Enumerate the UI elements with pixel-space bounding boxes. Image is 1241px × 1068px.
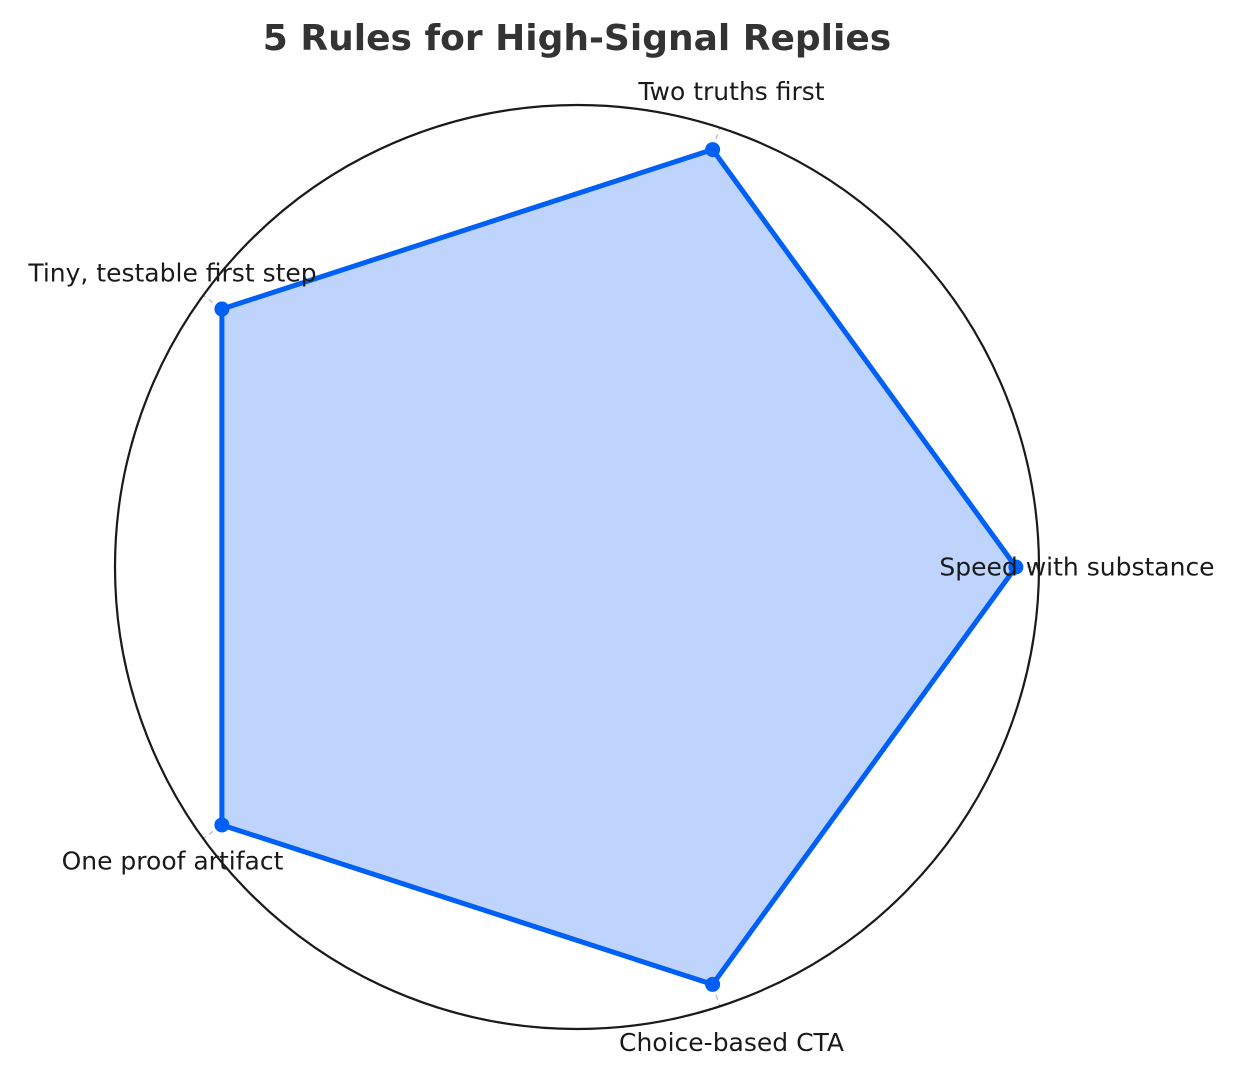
data-point-speed-with-substance [1008, 559, 1024, 575]
chart-title: 5 Rules for High-Signal Replies [263, 18, 891, 59]
axis-label-one-proof-artifact: One proof artifact [62, 846, 284, 875]
data-point-choice-based-cta [705, 976, 721, 992]
axis-label-speed-with-substance: Speed with substance [939, 553, 1214, 582]
series-area [219, 146, 1019, 988]
axis-labels: Speed with substance Two truths firstTiny… [27, 77, 1214, 1057]
axis-label-choice-based-cta: Choice-based CTA [619, 1028, 844, 1057]
data-point-one-proof-artifact [214, 817, 230, 833]
axis-label-two-truths-first: Two truths first [637, 77, 824, 106]
series-markers [214, 142, 1024, 992]
data-point-tiny-testable-first-step [214, 301, 230, 317]
data-point-two-truths-first [705, 142, 721, 158]
outer-ring [113, 103, 1041, 1031]
axis-label-tiny-testable-first-step: Tiny, testable first step [27, 259, 316, 288]
